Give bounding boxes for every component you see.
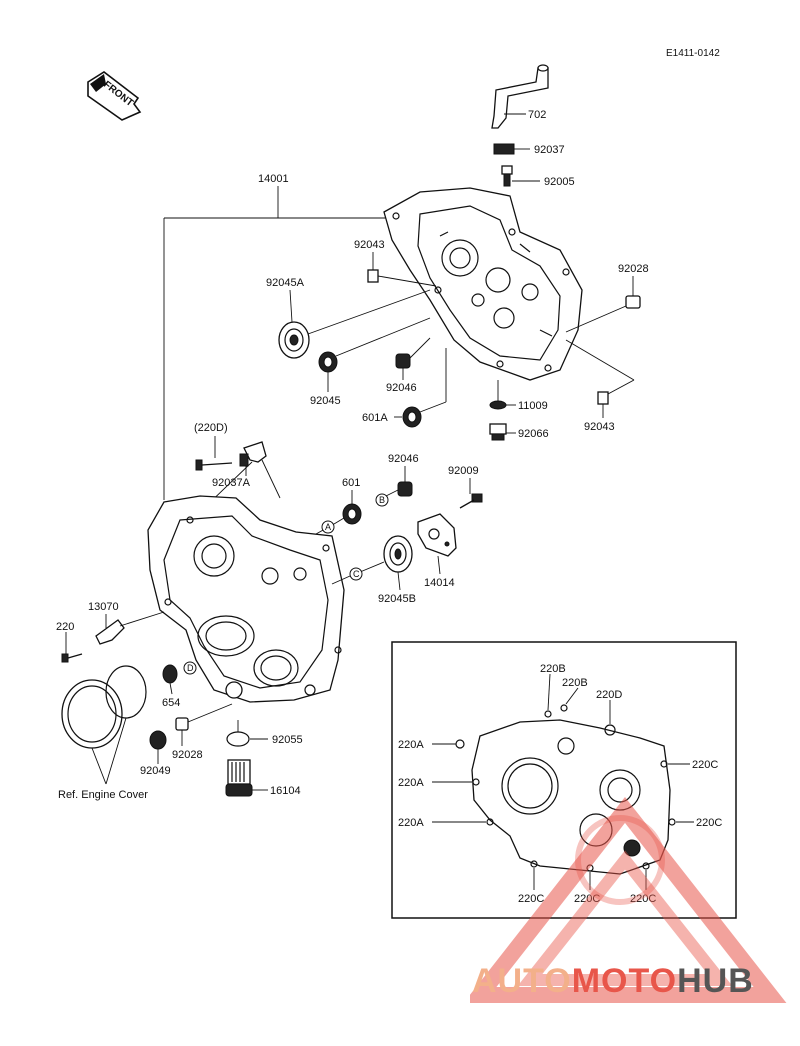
label-220D-paren: (220D): [194, 422, 228, 434]
label-92046-lower: 92046: [388, 453, 419, 465]
label-92037: 92037: [534, 144, 565, 156]
label-92049: 92049: [140, 765, 171, 777]
inset-label-220C-b1: 220C: [518, 893, 544, 905]
label-220: 220: [56, 621, 74, 633]
callout-d-icon: D: [183, 661, 197, 675]
label-14014: 14014: [424, 577, 455, 589]
o-ring-92055: [226, 720, 268, 747]
inset-label-220C-b2: 220C: [574, 893, 600, 905]
label-601A: 601A: [362, 412, 388, 424]
bearing-92045: [318, 317, 431, 392]
bolt-location-inset: [391, 641, 737, 919]
washer-11009: [489, 380, 516, 410]
front-arrow-icon: FRONT: [87, 71, 142, 121]
label-92046-upper: 92046: [386, 382, 417, 394]
label-601: 601: [342, 477, 360, 489]
breather-hose: [491, 64, 549, 129]
dowel-pin-upper: [367, 252, 437, 287]
dowel-pin-lower: [565, 339, 635, 418]
callout-c-icon: C: [331, 561, 385, 585]
bolt-220: [61, 632, 83, 663]
label-92045B: 92045B: [378, 593, 416, 605]
label-92028-right: 92028: [618, 263, 649, 275]
watermark-part2: MOTO: [571, 962, 678, 1000]
label-702: 702: [528, 109, 546, 121]
inset-label-220A-1: 220A: [398, 739, 424, 751]
label-14001: 14001: [258, 173, 289, 185]
hose-clamp: [493, 143, 530, 155]
needle-bearing-upper: [395, 337, 431, 380]
inset-label-220C-r2: 220C: [696, 817, 722, 829]
label-16104: 16104: [270, 785, 301, 797]
label-92043-lower: 92043: [584, 421, 615, 433]
label-92055: 92055: [272, 734, 303, 746]
bolt-220D: [195, 436, 233, 471]
bearing-601A: [394, 348, 447, 428]
label-92009: 92009: [448, 465, 479, 477]
callout-b-letter: B: [379, 495, 385, 505]
engine-cover-caption: Ref. Engine Cover: [58, 789, 148, 801]
label-654: 654: [162, 697, 180, 709]
needle-bearing-lower: [385, 466, 413, 497]
bearing-601: [333, 490, 362, 525]
callout-b-icon: B: [375, 493, 389, 507]
label-92037A: 92037A: [212, 477, 251, 489]
part-654: [162, 664, 178, 695]
inset-label-220B-2: 220B: [562, 677, 588, 689]
callout-a-icon: A: [315, 520, 335, 535]
crankcase-bracket: [163, 186, 402, 500]
screw-92009: [459, 478, 483, 509]
watermark-logo-icon: [470, 797, 787, 1003]
guide-plate-13070: [95, 611, 165, 645]
label-11009: 11009: [518, 400, 548, 412]
right-crankcase-half: [383, 187, 583, 381]
inset-label-220A-3: 220A: [398, 817, 424, 829]
label-92043-upper: 92043: [354, 239, 385, 251]
inset-label-220B-1: 220B: [540, 663, 566, 675]
inset-label-220D: 220D: [596, 689, 622, 701]
bearing-92045B: [383, 535, 413, 591]
breather-fitting: [501, 165, 540, 187]
inset-label-220A-2: 220A: [398, 777, 424, 789]
label-92005: 92005: [544, 176, 575, 188]
oil-strainer-16104: [225, 759, 268, 797]
bearing-92045A: [278, 289, 431, 359]
clamp-92037A: [199, 441, 281, 513]
diagram-code: E1411-0142: [666, 48, 720, 59]
label-92045: 92045: [310, 395, 341, 407]
callout-d-letter: D: [187, 663, 194, 673]
engine-cover-ref: [61, 665, 147, 785]
oil-seal-92049: [149, 730, 167, 764]
inset-label-220C-b3: 220C: [630, 893, 656, 905]
plug-right: [565, 276, 641, 333]
plug-lower: [175, 703, 233, 746]
watermark-text: AUTOMOTOHUB: [472, 962, 754, 1001]
watermark-part1: AUTO: [472, 962, 572, 1000]
oil-seal-plate: [417, 513, 457, 575]
callout-c-letter: C: [353, 569, 360, 579]
callout-a-letter: A: [325, 522, 331, 532]
label-13070: 13070: [88, 601, 119, 613]
label-92028-lower: 92028: [172, 749, 203, 761]
watermark-part3: HUB: [677, 962, 754, 1000]
inset-label-220C-r1: 220C: [692, 759, 718, 771]
left-crankcase-half: [147, 495, 345, 703]
label-92045A: 92045A: [266, 277, 305, 289]
label-92066: 92066: [518, 428, 549, 440]
drain-plug: [489, 423, 516, 441]
